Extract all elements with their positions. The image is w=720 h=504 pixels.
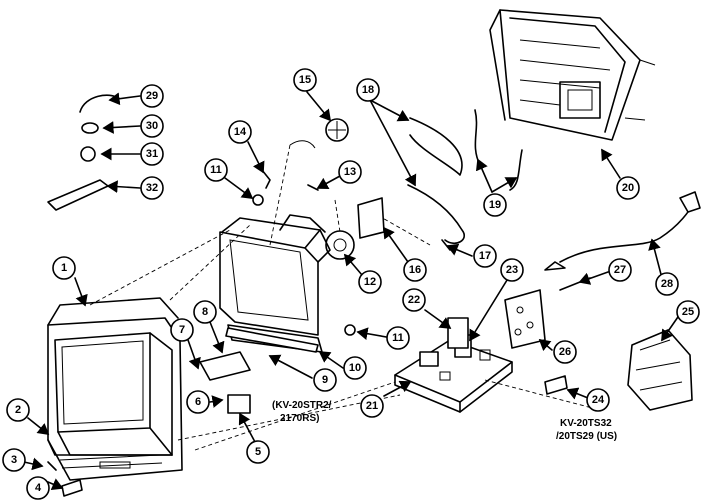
callout-11b: 11 — [386, 326, 410, 350]
svg-text:8: 8 — [202, 306, 208, 318]
svg-text:2: 2 — [15, 404, 21, 416]
callout-9: 9 — [313, 368, 337, 392]
svg-text:7: 7 — [179, 324, 185, 336]
svg-text:28: 28 — [661, 278, 673, 290]
power-cord — [544, 191, 701, 271]
callout-2: 2 — [6, 398, 30, 422]
svg-text:18: 18 — [362, 84, 374, 96]
svg-text:9: 9 — [322, 374, 328, 386]
callout-13: 13 — [338, 160, 362, 184]
model-note-5-line2: 2170RS) — [280, 413, 319, 424]
callout-29: 29 — [140, 84, 164, 108]
svg-text:17: 17 — [479, 250, 491, 262]
svg-text:6: 6 — [195, 396, 201, 408]
svg-text:26: 26 — [559, 346, 571, 358]
callout-4: 4 — [26, 476, 50, 500]
callout-1: 1 — [52, 256, 76, 280]
callout-23: 23 — [500, 258, 524, 282]
model-note-24-line2: /20TS29 (US) — [556, 431, 617, 442]
svg-text:30: 30 — [146, 120, 158, 132]
callout-32: 32 — [140, 176, 164, 200]
model-note-24: KV-20TS32 /20TS29 (US) — [556, 418, 617, 442]
callout-28: 28 — [655, 272, 679, 296]
callout-arrows — [23, 91, 681, 491]
callout-17: 17 — [473, 244, 497, 268]
model-note-24-line1: KV-20TS32 — [560, 418, 612, 429]
svg-text:25: 25 — [682, 306, 694, 318]
svg-text:22: 22 — [408, 294, 420, 306]
callout-26: 26 — [553, 340, 577, 364]
svg-text:5: 5 — [255, 446, 261, 458]
leader-lines — [89, 144, 601, 451]
svg-text:27: 27 — [614, 264, 626, 276]
svg-text:11: 11 — [392, 332, 404, 344]
small-parts — [47, 94, 591, 497]
model-note-5: (KV-20STR2/ 2170RS) — [272, 400, 332, 424]
svg-text:21: 21 — [366, 400, 378, 412]
svg-text:13: 13 — [344, 166, 356, 178]
callout-14: 14 — [228, 120, 252, 144]
rear-cover — [489, 9, 656, 141]
callout-16: 16 — [403, 258, 427, 282]
callout-8: 8 — [193, 300, 217, 324]
svg-text:23: 23 — [506, 264, 518, 276]
svg-text:4: 4 — [35, 482, 42, 494]
callout-3: 3 — [2, 448, 26, 472]
svg-text:10: 10 — [349, 362, 361, 374]
callout-15: 15 — [293, 68, 317, 92]
svg-text:16: 16 — [409, 264, 421, 276]
terminal-bracket — [504, 289, 546, 349]
callout-7: 7 — [170, 318, 194, 342]
side-panel — [627, 329, 693, 411]
svg-text:15: 15 — [299, 74, 311, 86]
callout-30: 30 — [140, 114, 164, 138]
callout-11a: 11 — [204, 158, 228, 182]
callout-6: 6 — [186, 390, 210, 414]
svg-text:11: 11 — [210, 164, 222, 176]
callout-12: 12 — [358, 270, 382, 294]
callout-19: 19 — [483, 193, 507, 217]
svg-text:12: 12 — [364, 276, 376, 288]
callout-24: 24 — [586, 388, 610, 412]
callout-5: 5 — [246, 440, 270, 464]
cabinet-front — [47, 297, 183, 481]
svg-text:24: 24 — [592, 394, 605, 406]
callout-31: 31 — [140, 142, 164, 166]
callout-18: 18 — [356, 78, 380, 102]
svg-text:20: 20 — [622, 182, 634, 194]
svg-text:14: 14 — [234, 126, 247, 138]
callout-25: 25 — [676, 300, 700, 324]
svg-text:31: 31 — [146, 148, 158, 160]
svg-text:29: 29 — [146, 90, 158, 102]
callout-20: 20 — [616, 176, 640, 200]
svg-text:32: 32 — [146, 182, 158, 194]
svg-text:1: 1 — [61, 262, 67, 274]
callout-21: 21 — [360, 394, 384, 418]
svg-text:19: 19 — [489, 199, 501, 211]
callout-27: 27 — [608, 258, 632, 282]
model-note-5-line1: (KV-20STR2/ — [272, 400, 332, 411]
callout-22: 22 — [402, 288, 426, 312]
callout-10: 10 — [343, 356, 367, 380]
svg-text:3: 3 — [11, 454, 17, 466]
